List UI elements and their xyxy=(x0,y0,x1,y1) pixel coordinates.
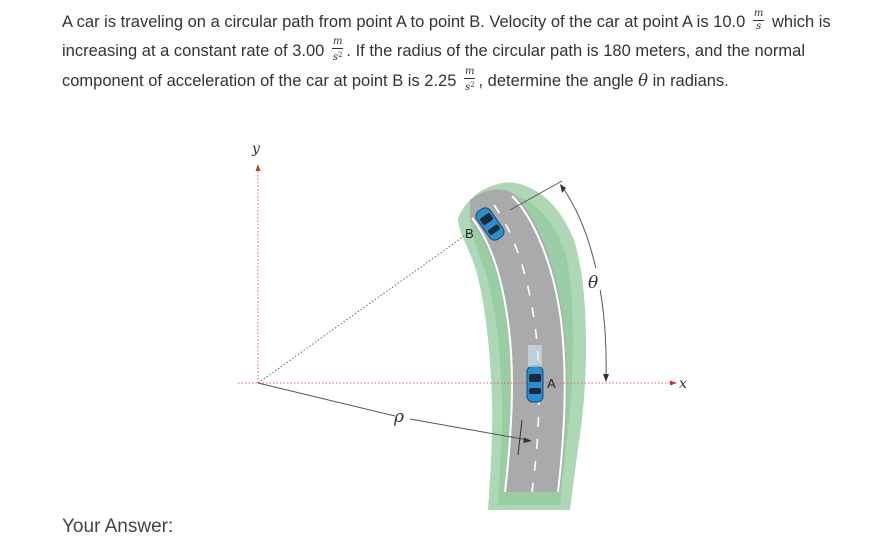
car-at-b xyxy=(475,207,505,241)
rho-line xyxy=(257,382,396,417)
question-text: A car is traveling on a circular path fr… xyxy=(62,8,870,96)
question-part-3: . If the radius of the circular path is … xyxy=(62,42,805,90)
y-axis-arrow xyxy=(255,164,261,171)
theta-label-bg xyxy=(586,268,604,290)
point-b-label: B xyxy=(465,226,474,241)
direction-tick xyxy=(517,419,523,456)
your-answer-label: Your Answer: xyxy=(62,516,174,537)
car-at-a xyxy=(526,365,544,403)
rho-label: ρ xyxy=(393,407,404,427)
x-axis-arrow xyxy=(670,380,677,386)
radius-line-to-b xyxy=(257,231,471,384)
point-a-label: A xyxy=(547,376,556,391)
question-part-5: in radians. xyxy=(652,72,729,90)
road-edge-left xyxy=(471,217,513,493)
rho-line-continued xyxy=(409,418,529,441)
question-part-4: , determine the angle xyxy=(478,72,634,90)
question-part-2: which is increasing at a constant rate o… xyxy=(62,13,831,60)
y-axis-label: y xyxy=(251,141,261,157)
rho-arrow xyxy=(523,437,532,443)
b-extension-line xyxy=(509,180,563,211)
car-a-motion-blur xyxy=(528,345,542,367)
theta-arc-arrow-bottom xyxy=(603,374,609,382)
theta-symbol: θ xyxy=(638,71,649,90)
road-edge-right xyxy=(511,195,566,493)
road xyxy=(470,189,567,492)
road-center-dashes xyxy=(493,204,540,493)
theta-arc-arrow-top xyxy=(560,184,566,193)
x-axis-label: x xyxy=(679,376,687,392)
theta-label: θ xyxy=(588,273,598,293)
question-part-1: A car is traveling on a circular path fr… xyxy=(62,13,746,31)
